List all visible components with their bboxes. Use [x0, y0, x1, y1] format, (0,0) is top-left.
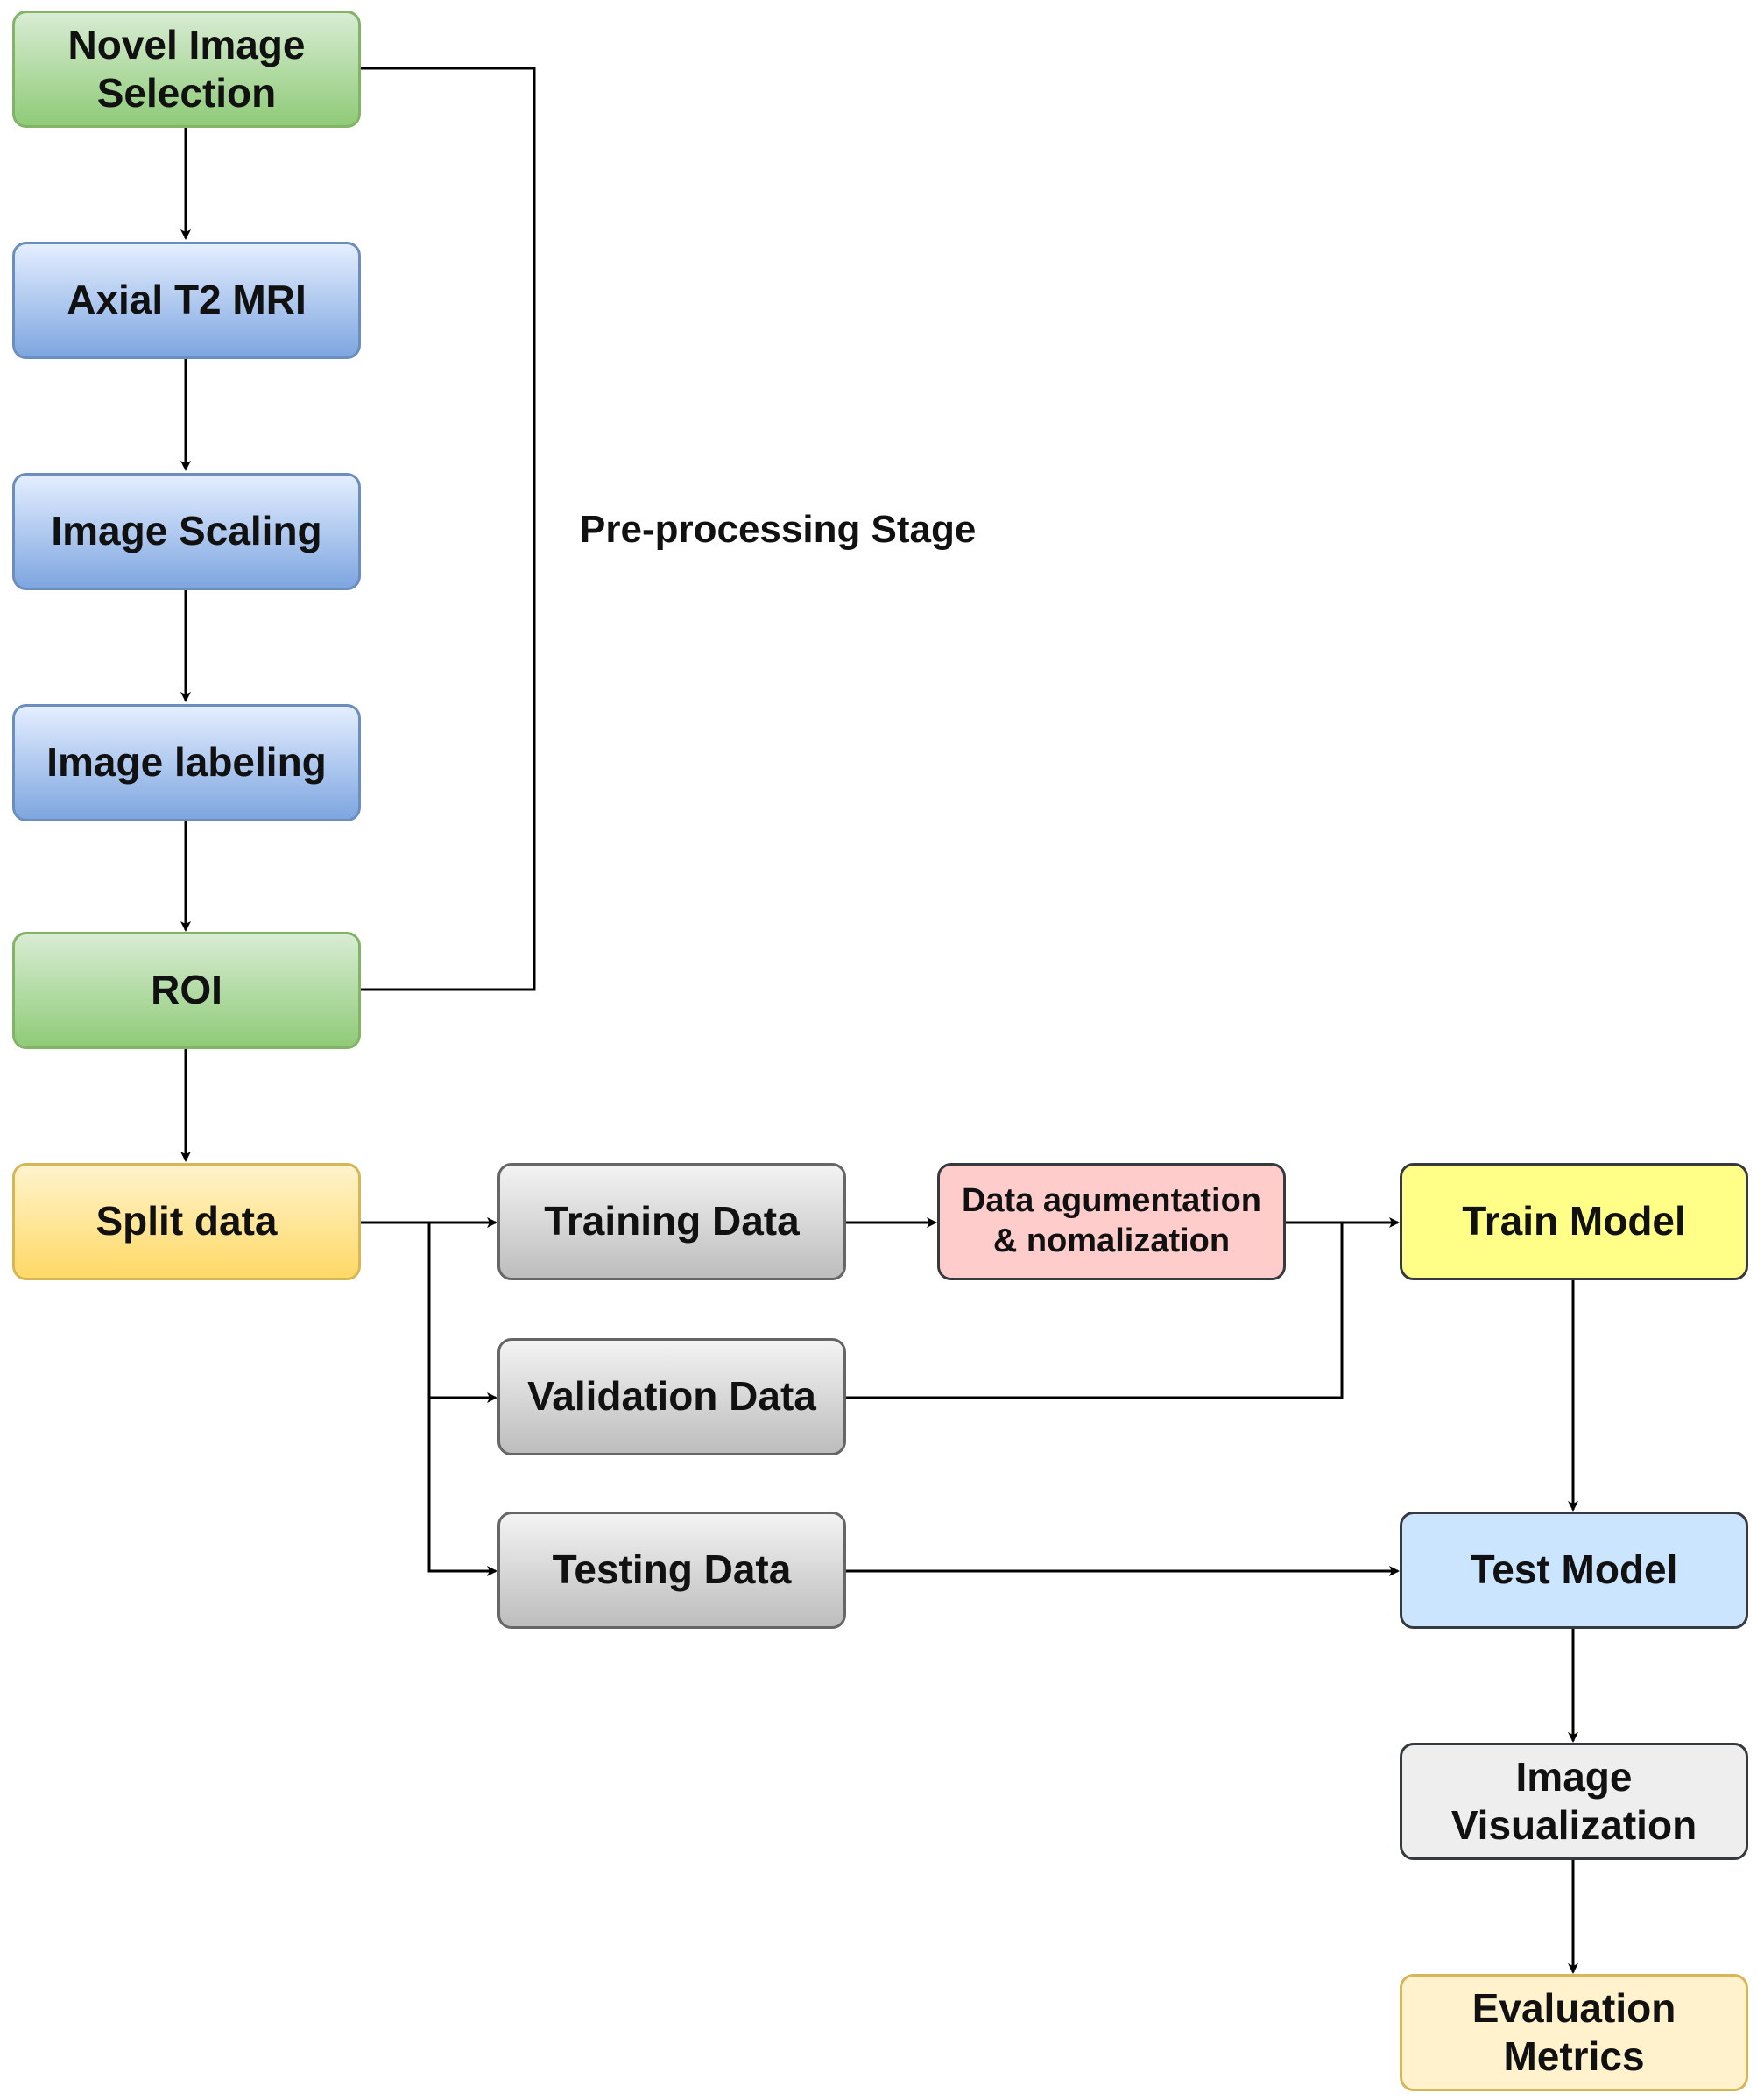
- testing-data-node: Testing Data: [497, 1512, 846, 1629]
- preprocessing-bracket: [361, 67, 536, 991]
- preprocessing-stage-label: Pre-processing Stage: [580, 508, 977, 551]
- evaluation-metrics-node: Evaluation Metrics: [1400, 1974, 1748, 2091]
- train-model-node: Train Model: [1400, 1163, 1748, 1280]
- train-model-label: Train Model: [1462, 1198, 1686, 1244]
- axial-t2-mri-node: Axial T2 MRI: [12, 242, 361, 359]
- image-visualization-node: Image Visualization: [1400, 1743, 1748, 1860]
- arrow-split-to-testing: [427, 1398, 497, 1576]
- axial-t2-mri-label: Axial T2 MRI: [67, 277, 307, 323]
- image-visualization-label: Image Visualization: [1450, 1753, 1697, 1848]
- roi-label: ROI: [151, 967, 222, 1013]
- validation-data-node: Validation Data: [497, 1338, 846, 1455]
- training-data-node: Training Data: [497, 1163, 846, 1280]
- evaluation-metrics-label: Evaluation Metrics: [1471, 1984, 1676, 2079]
- arrow-split-to-validation: [427, 1223, 497, 1403]
- split-data-label: Split data: [95, 1198, 278, 1244]
- training-data-label: Training Data: [544, 1198, 800, 1244]
- image-scaling-node: Image Scaling: [12, 473, 361, 590]
- image-scaling-label: Image Scaling: [51, 508, 322, 554]
- validation-data-label: Validation Data: [527, 1373, 816, 1420]
- split-data-node: Split data: [12, 1163, 361, 1280]
- novel-image-selection-label: Novel Image Selection: [67, 21, 306, 116]
- test-model-label: Test Model: [1470, 1547, 1678, 1593]
- data-augmentation-label: Data agumentation & nomalization: [961, 1182, 1262, 1259]
- test-model-node: Test Model: [1400, 1512, 1748, 1629]
- data-augmentation-node: Data agumentation & nomalization: [937, 1163, 1286, 1280]
- image-labeling-node: Image labeling: [12, 704, 361, 821]
- image-labeling-label: Image labeling: [46, 739, 327, 786]
- testing-data-label: Testing Data: [552, 1547, 792, 1593]
- arrow-validation-to-train: [846, 1223, 1344, 1399]
- roi-node: ROI: [12, 932, 361, 1049]
- novel-image-selection-node: Novel Image Selection: [12, 11, 361, 128]
